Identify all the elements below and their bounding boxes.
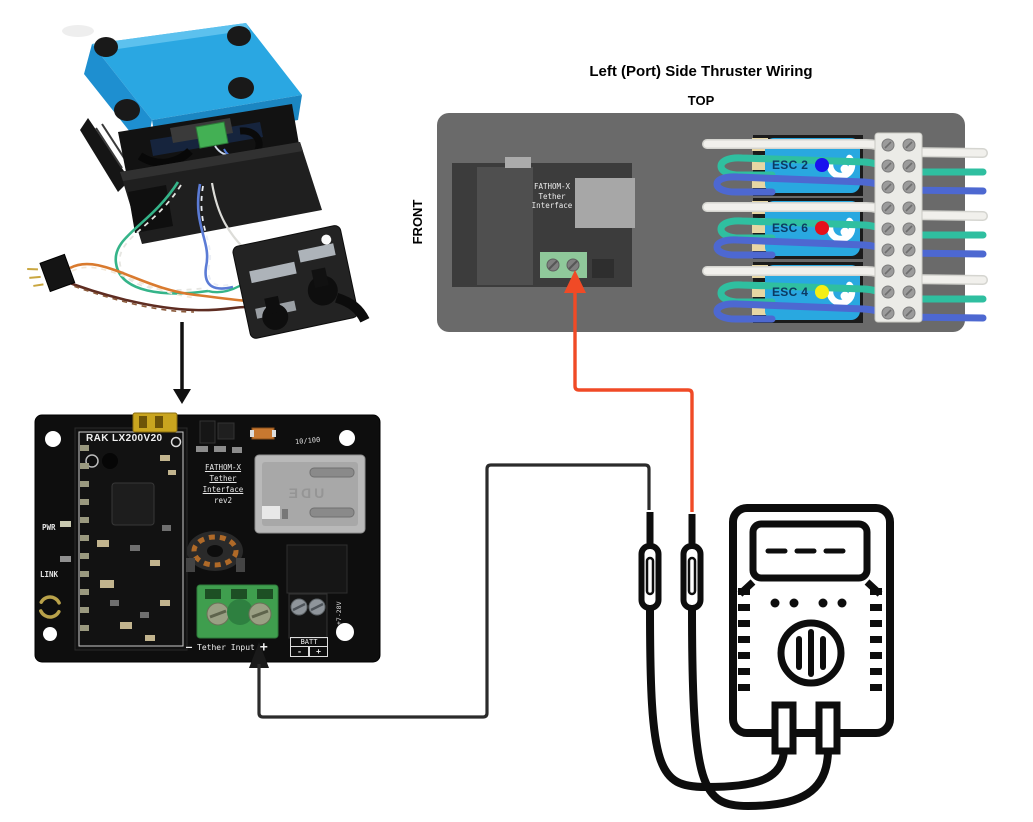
board-tab [505, 157, 531, 168]
ethernet-jack-block [575, 178, 635, 228]
esc1-label: ESC 2 [772, 158, 809, 172]
link-label: LINK [40, 570, 59, 579]
mini-usb-connector [132, 412, 178, 433]
esc1-dot [815, 158, 829, 172]
thruster-logo-icon [826, 277, 856, 307]
pwr-led [60, 521, 71, 527]
bumper [114, 99, 140, 121]
mounting-hole [45, 431, 61, 447]
rak-module-label: RAK LX200V20 [86, 433, 163, 444]
enclosure-photo [27, 23, 370, 339]
pwr-label: PWR [42, 523, 56, 532]
chip [111, 482, 155, 526]
thruster-logo-icon [826, 213, 856, 243]
dial-grip [796, 629, 826, 677]
probe-jack [815, 701, 841, 755]
thruster-logo-icon [826, 150, 856, 180]
esc3-label: ESC 4 [772, 285, 809, 299]
tether-input-label: Tether Input [197, 643, 255, 652]
link-led [60, 556, 71, 562]
pcb-board-name: FATHOM-X Tether Interface rev2 [202, 463, 244, 505]
tether-input-silkscreen: — Tether Input + [186, 640, 286, 655]
photo-shadow [62, 25, 94, 37]
tether-minus: — [186, 642, 193, 653]
batt-silkscreen: BATT - + [290, 637, 328, 657]
orange-component [251, 427, 275, 440]
plate-hole [321, 234, 332, 245]
diagram-board-label: FATHOM-X Tether Interface [531, 182, 573, 210]
mounting-hole [43, 627, 57, 641]
inner-cable [137, 147, 193, 167]
header-connector [27, 253, 76, 293]
top-label: TOP [687, 93, 715, 108]
black-measurement-wire [257, 463, 651, 719]
orange-measurement-wire [564, 270, 694, 512]
batt-plus: + [309, 646, 328, 657]
mounting-hole [336, 623, 354, 641]
thruster-panel-diagram [437, 113, 988, 332]
voltage-range-label: +7-28V [335, 601, 343, 625]
rj45-jack [254, 454, 366, 534]
black-probe-lead [646, 604, 788, 792]
down-arrow-icon [173, 322, 191, 404]
small-connector [592, 259, 614, 278]
batt-label: BATT [290, 637, 328, 646]
multimeter-icon [638, 504, 894, 811]
front-label: FRONT [409, 199, 425, 245]
diagram-title: Left (Port) Side Thruster Wiring [589, 63, 813, 80]
rak-module [74, 427, 188, 651]
esc2-dot [815, 221, 829, 235]
connector-plate [232, 225, 370, 339]
tray-block [128, 185, 173, 233]
tether-plus: + [259, 640, 268, 655]
multimeter-buttons [770, 598, 847, 608]
mounting-hole [339, 430, 355, 446]
terminal-strip [874, 132, 923, 323]
jack-label [262, 506, 280, 519]
rj45-emboss-label: UDE [285, 485, 325, 501]
inner-green-connector [195, 121, 229, 149]
toroid-transformer [186, 531, 245, 572]
esc3-dot [815, 285, 829, 299]
twisted-wires [61, 181, 263, 313]
tether-input-terminal [196, 584, 279, 639]
blue-robotics-logo-icon [38, 595, 62, 619]
bumper [94, 37, 118, 57]
tray-edge [120, 142, 303, 181]
fathom-board-left [477, 167, 533, 285]
esc2-label: ESC 6 [772, 221, 809, 235]
batt-minus: - [290, 646, 309, 657]
power-module [286, 544, 348, 594]
black-up-arrow-icon [249, 642, 269, 668]
bumper [227, 26, 251, 46]
orange-up-arrow-icon [564, 270, 586, 293]
red-probe-lead [688, 604, 832, 811]
bumper [228, 77, 254, 99]
batt-terminal [288, 593, 328, 639]
box-left-face [84, 44, 152, 152]
terminal-hole [227, 599, 253, 625]
box-fins [80, 118, 130, 192]
black-probe-icon [638, 512, 662, 611]
side-ridges [738, 588, 882, 691]
box-top-highlight [92, 23, 250, 52]
probe-jack [771, 701, 797, 755]
fathom-x-pcb [34, 412, 381, 663]
red-probe-icon [680, 514, 704, 611]
